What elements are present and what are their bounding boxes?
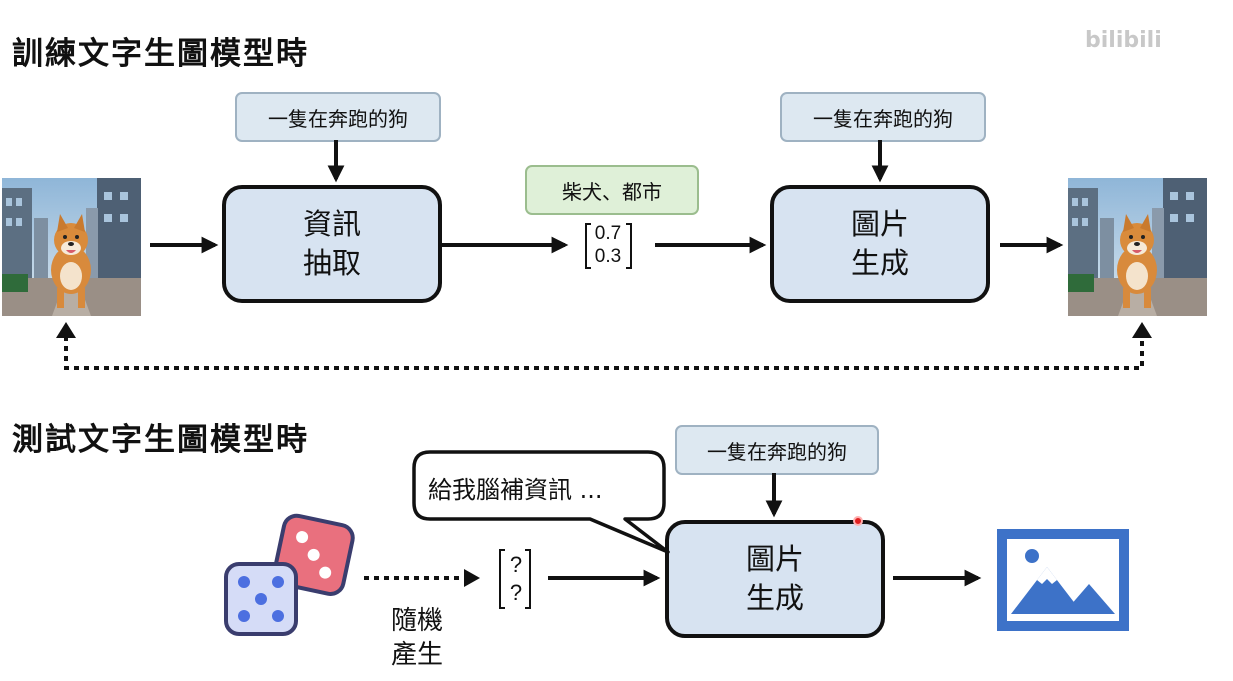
watermark: bilibili <box>1085 28 1162 53</box>
module-label-line1: 資訊 <box>302 207 361 241</box>
caption-line: 隨機 <box>390 606 443 636</box>
generate-module-testing: 圖片 生成 <box>665 520 885 638</box>
prompt-text: 一隻在奔跑的狗 <box>707 439 847 464</box>
attribute-tag: 柴犬、都市 <box>525 165 699 215</box>
module-label-line1: 圖片 <box>850 207 909 241</box>
info-vector: 0.7 0.3 <box>588 222 628 268</box>
prompt-box-generate: 一隻在奔跑的狗 <box>780 92 986 142</box>
attribute-tag-text: 柴犬、都市 <box>562 179 662 204</box>
prompt-text: 一隻在奔跑的狗 <box>813 106 953 131</box>
module-label-line2: 生成 <box>745 581 804 615</box>
testing-title: 測試文字生圖模型時 <box>12 422 309 458</box>
module-label-line2: 抽取 <box>302 246 361 280</box>
module-label-line1: 圖片 <box>745 542 804 576</box>
image-placeholder-icon <box>997 529 1129 631</box>
random-generate-caption: 隨機 產生 <box>372 604 462 672</box>
prompt-text: 一隻在奔跑的狗 <box>268 106 408 131</box>
vector-value: 0.3 <box>594 246 622 267</box>
vector-value: ? <box>509 552 523 577</box>
module-label-line2: 生成 <box>850 246 909 280</box>
output-dog-photo <box>1068 178 1207 316</box>
training-title: 訓練文字生圖模型時 <box>12 36 309 72</box>
dice-icon <box>224 513 355 636</box>
random-vector: ? ? <box>502 551 530 607</box>
input-dog-photo <box>2 178 141 316</box>
vector-value: ? <box>509 580 523 605</box>
extract-module: 資訊 抽取 <box>222 185 442 303</box>
caption-line: 產生 <box>390 640 443 670</box>
generate-module-training: 圖片 生成 <box>770 185 990 303</box>
vector-value: 0.7 <box>594 223 622 244</box>
prompt-box-test: 一隻在奔跑的狗 <box>675 425 879 475</box>
speech-bubble-text: 給我腦補資訊 ... <box>428 476 603 504</box>
